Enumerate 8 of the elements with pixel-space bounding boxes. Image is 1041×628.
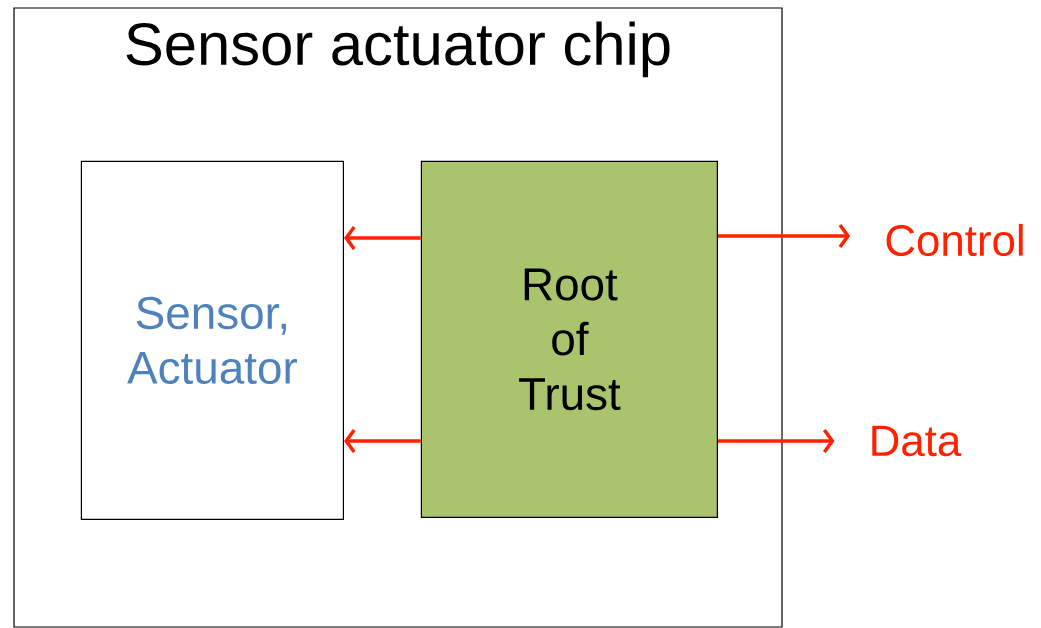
arrow	[344, 428, 421, 453]
sensor-box: Sensor, Actuator	[80, 160, 344, 520]
output-label: Control	[886, 223, 1023, 257]
arrow	[718, 428, 835, 453]
root-of-trust-box: Root of Trust	[420, 160, 718, 518]
arrow	[344, 225, 421, 250]
output-label: Data	[872, 425, 962, 457]
arrow	[718, 223, 851, 248]
